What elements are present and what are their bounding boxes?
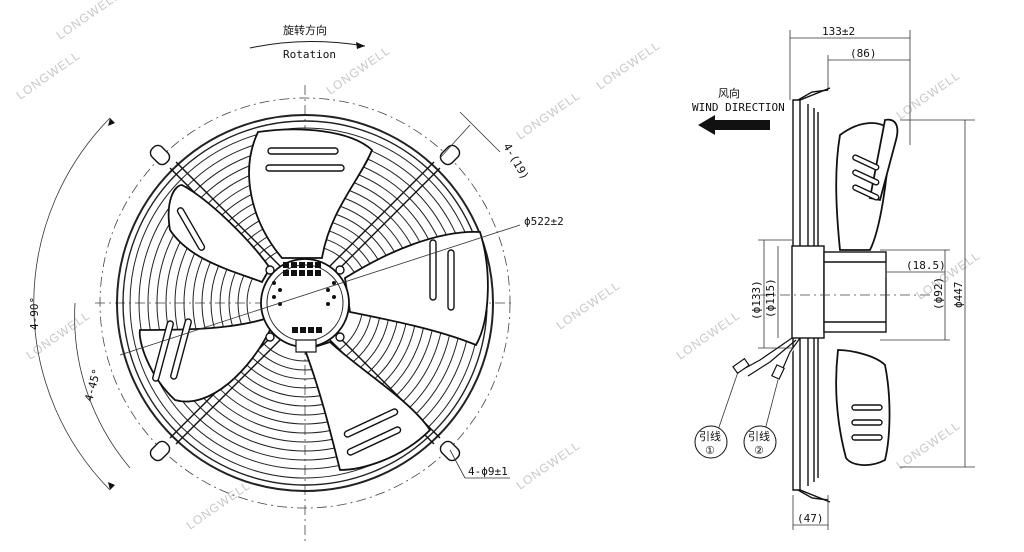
lead-2-badge: [743, 425, 777, 459]
dim-133: (ϕ133): [750, 280, 763, 320]
dim-line-diameter: [119, 224, 521, 356]
watermark: LONGWELL: [674, 308, 743, 362]
watermark: LONGWELL: [894, 418, 963, 472]
watermark: LONGWELL: [514, 88, 583, 142]
rotation-arrow: [249, 40, 366, 49]
watermark: LONGWELL: [594, 38, 663, 92]
watermark: LONGWELL: [14, 48, 83, 102]
lead-2-label: 引线: [748, 429, 770, 443]
rotation-label-en: Rotation: [283, 48, 336, 61]
dim-115: (ϕ115): [764, 278, 777, 318]
dim-depth-86: (86): [850, 47, 877, 60]
rotation-label-cn: 旋转方向: [283, 23, 327, 37]
blade-slots: [152, 147, 455, 456]
dim-overall-depth: 133±2: [822, 25, 855, 38]
dim-slot: 4-(19): [500, 141, 531, 182]
mounting-circle: [99, 97, 511, 509]
angle-45: 4-45°: [82, 367, 103, 402]
wind-label-en: WIND DIRECTION: [692, 101, 785, 114]
lead-1-badge: [694, 425, 728, 459]
fan-blade: [344, 231, 489, 347]
watermark: LONGWELL: [894, 68, 963, 122]
fan-blade: [248, 128, 374, 259]
blade-side-upper: [835, 118, 899, 251]
hub-bolt-pattern: [272, 262, 336, 333]
dim-447: ϕ447: [952, 282, 965, 309]
watermark: LONGWELL: [554, 278, 623, 332]
fan-blade: [303, 340, 432, 471]
fan-blade: [138, 316, 271, 403]
angle-arc-45: [74, 302, 131, 469]
dim-diameter: ϕ522±2: [524, 215, 564, 228]
front-view: 旋转方向 Rotation: [28, 23, 564, 545]
angle-arc-90: [33, 117, 111, 491]
lead-2-number: ②: [754, 444, 764, 457]
lead-wires: [732, 337, 801, 380]
motor-side: [791, 245, 887, 339]
side-view: 风向 WIND DIRECTION 133±2 (86): [692, 25, 975, 530]
wind-label-cn: 风向: [718, 86, 740, 100]
angle-90: 4-90°: [28, 297, 41, 330]
dim-92: (ϕ92): [932, 277, 945, 310]
lead-1-label: 引线: [699, 429, 721, 443]
dim-47: (47): [797, 512, 824, 525]
rotation-arrowhead: [356, 42, 365, 49]
dim-hub-offset: (18.5): [906, 259, 946, 272]
blade-side-lower: [835, 349, 891, 466]
motor-hub: [260, 258, 350, 353]
watermark: LONGWELL: [54, 0, 123, 42]
watermark: LONGWELL: [184, 478, 253, 532]
junction-box: [295, 339, 317, 353]
lead-1-number: ①: [705, 444, 715, 457]
fan-blade: [167, 184, 272, 284]
watermark: LONGWELL: [914, 248, 983, 302]
watermark: LONGWELL: [514, 438, 583, 492]
wind-direction-arrow: [698, 115, 770, 135]
dim-holes: 4-ϕ9±1: [468, 465, 508, 478]
